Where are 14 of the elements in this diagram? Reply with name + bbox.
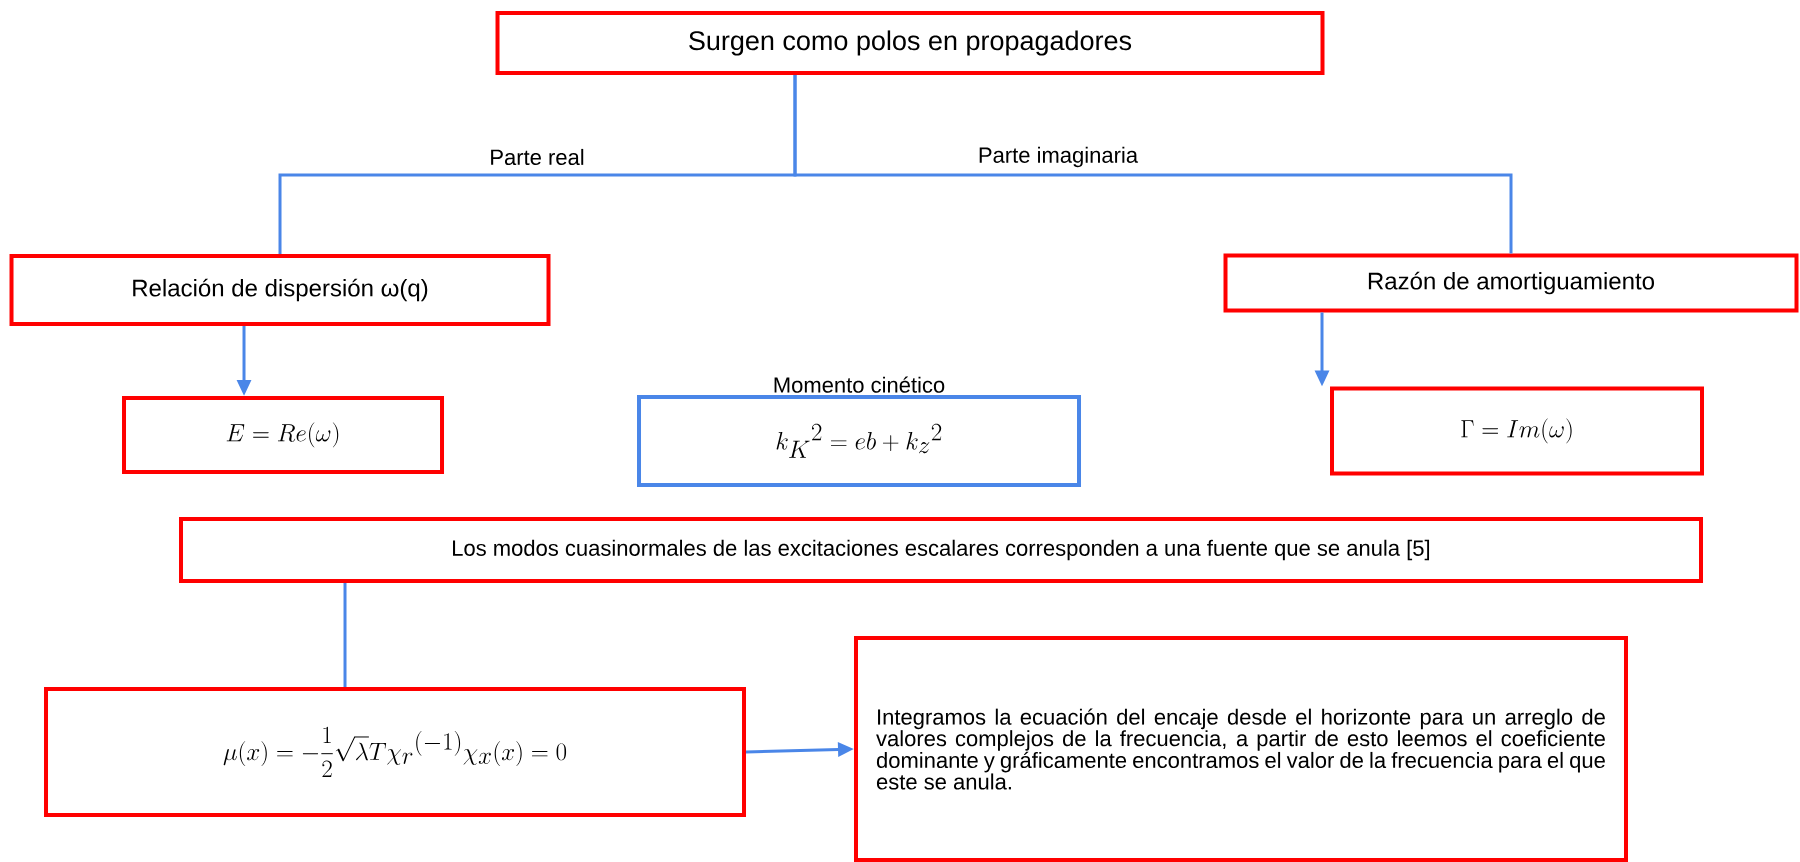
process-box: Razón de amortiguamiento <box>1223 253 1799 313</box>
formula-box: ${k_K}^2 = eb + {k_z}^2$ <box>637 395 1081 487</box>
process-box: Surgen como polos en propagadores <box>495 11 1325 75</box>
text-box: Integramos la ecuación del encaje desde el horizonte para un arreglo de valores complejos de la frecuencia, a partir de esto leemos el coeficiente dominante y gráficamente encontramos el valor de la frecuencia para el que este se anula. <box>854 636 1628 862</box>
process-box: Los modos cuasinormales de las excitaciones escalares corresponden a una fuente que se anula [5] <box>179 517 1703 583</box>
process-box: Relación de dispersión ω(q) <box>9 254 551 326</box>
formula-box: $\mu(x) = -\frac{1}{2}\sqrt{\lambda}T{\chi_r}^{(-1)}\chi_x(x) = 0$ <box>44 687 746 817</box>
connector <box>343 583 347 687</box>
heading: Momento cinético <box>774 376 945 393</box>
edge-label: Parte real <box>487 146 587 168</box>
connector <box>793 75 1513 254</box>
edge-label: Parte imaginaria <box>975 144 1141 170</box>
formula-box: $E = Re(\omega)$ <box>122 396 444 474</box>
formula-box: $\Gamma = Im(\omega)$ <box>1330 386 1704 476</box>
